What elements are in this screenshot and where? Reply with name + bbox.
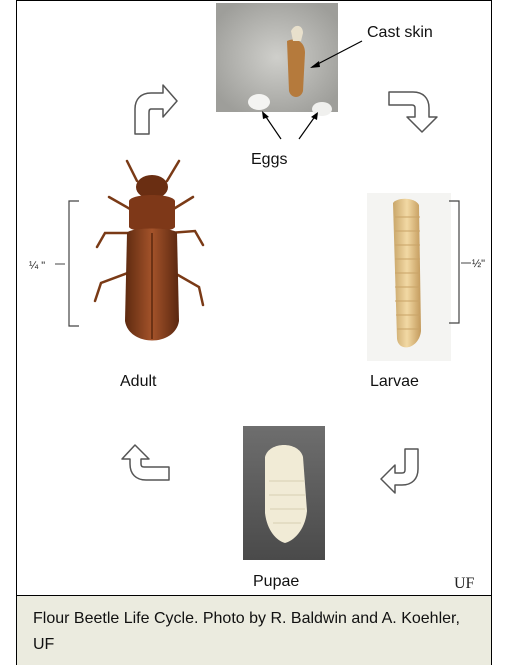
larvae-label: Larvae	[370, 373, 419, 390]
arrow-eggs-to-larvae-icon	[389, 92, 437, 132]
larvae-size-bracket	[449, 201, 471, 323]
adult-size-label: ¼ "	[29, 260, 45, 272]
larva-photo	[367, 193, 451, 361]
arrow-adult-to-eggs-icon	[135, 85, 177, 134]
adult-label: Adult	[120, 373, 157, 390]
cast-skin	[287, 40, 305, 98]
pupa-photo	[243, 426, 325, 560]
arrow-pupae-to-adult-icon	[122, 445, 169, 480]
arrow-larvae-to-pupae-icon	[381, 449, 418, 493]
egg	[248, 94, 270, 110]
figure-frame: Cast skin Eggs ¼ "	[16, 0, 492, 665]
eggs-photo	[216, 3, 338, 116]
uf-mark: UF	[454, 575, 475, 592]
figure-caption: Flour Beetle Life Cycle. Photo by R. Bal…	[17, 595, 491, 665]
eggs-label: Eggs	[251, 151, 287, 168]
adult-size-bracket	[55, 201, 79, 326]
life-cycle-diagram: Cast skin Eggs ¼ "	[17, 1, 493, 595]
adult-beetle-photo	[95, 161, 203, 341]
cast-skin-label: Cast skin	[367, 24, 433, 41]
egg-pointer-right	[299, 115, 316, 139]
egg	[312, 102, 332, 116]
larvae-size-label: ½"	[472, 258, 485, 270]
pupae-label: Pupae	[253, 573, 299, 590]
